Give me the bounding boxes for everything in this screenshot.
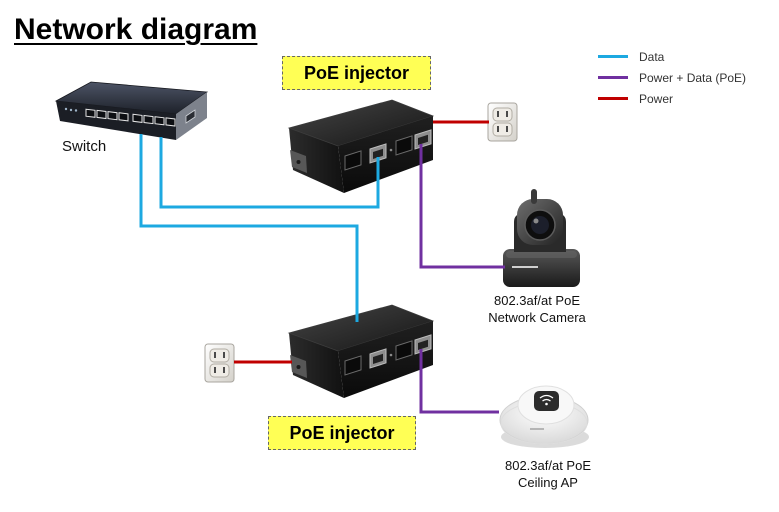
wifi-icon [539,394,554,402]
switch-led [69,108,73,112]
injector-left-face [289,128,344,193]
power-outlet-icon-bottom [204,343,235,383]
injector-mounting-hole [296,365,301,369]
legend-item-poe: Power + Data (PoE) [598,67,746,88]
outlet-receptacle [209,348,230,363]
outlet-slot [223,367,225,373]
switch-port [132,113,143,123]
injector-led [389,148,393,152]
wifi-icon-dot [545,402,548,406]
network-switch-icon [54,81,209,140]
camera-caption-line1: 802.3af/at PoE [493,293,580,308]
injector-port-outline [344,355,362,376]
outlet-slot [223,352,225,358]
switch-led [64,107,68,111]
poe-injector-icon-bottom [287,304,435,398]
legend-swatch-poe [598,76,628,79]
legend: Data Power + Data (PoE) Power [598,46,746,109]
injector-port-outline [395,340,413,361]
outlet-receptacle [492,107,513,122]
injector-jack-hole [373,148,383,159]
injector-jack-hole [373,353,383,364]
switch-label: Switch [62,138,107,155]
camera-logo-mark [512,266,538,268]
switch-port [85,108,96,118]
legend-swatch-data [598,55,628,58]
power-outlet-icon-top [487,102,518,142]
switch-port [154,116,165,126]
legend-item-data: Data [598,46,746,67]
injector-jack-hole [418,134,428,145]
legend-label: Power + Data (PoE) [639,70,747,85]
injector-top-tag: PoE injector [282,56,431,90]
ap-front-label [530,428,544,430]
outlet-receptacle [492,122,513,137]
switch-port [96,109,107,120]
switch-led [74,109,78,112]
page-title: Network diagram [14,13,258,46]
injector-jack-hole [418,339,428,350]
ap-caption-line2: Ceiling AP [518,475,578,490]
legend-item-power: Power [598,88,746,109]
data-cable-switch-to-top-injector [159,137,380,209]
switch-port [107,111,118,121]
poe-injector-icon-top [287,99,435,193]
outlet-slot [506,111,508,117]
ap-top-panel [534,391,559,411]
ceiling-access-point-icon [499,385,589,448]
camera-lens [531,216,549,234]
poe-cable-top-injector-to-camera [419,144,505,269]
injector-left-face [289,333,344,398]
camera-caption: 802.3af/at PoE Network Camera [472,292,602,326]
outlet-slot [214,367,216,373]
legend-label: Power [639,91,674,106]
injector-mounting-hole [296,160,301,164]
data-cable-switch-to-bottom-injector [139,134,359,322]
switch-uplink-port [185,109,196,124]
camera-caption-line2: Network Camera [488,310,586,325]
switch-port [143,114,154,125]
injector-port-outline [395,135,413,156]
outlet-slot [497,126,499,132]
poe-cable-bottom-injector-to-ap [419,349,499,414]
injector-bottom-tag: PoE injector [268,416,416,450]
injector-led [389,353,393,357]
switch-ports [85,108,176,127]
camera-base-highlight [506,251,577,258]
outlet-receptacle [209,363,230,378]
outlet-slot [506,126,508,132]
camera-lens-glint [533,218,539,224]
ap-caption: 802.3af/at PoE Ceiling AP [483,457,613,491]
injector-port-outline [344,150,362,171]
switch-port [165,117,176,127]
ptz-ip-camera-icon [503,189,580,287]
outlet-slot [214,352,216,358]
camera-antenna [531,189,537,204]
camera-base [503,249,580,287]
legend-swatch-power [598,97,628,100]
legend-label: Data [639,49,665,64]
outlet-slot [497,111,499,117]
ap-caption-line1: 802.3af/at PoE [504,458,591,473]
switch-port [118,112,129,122]
